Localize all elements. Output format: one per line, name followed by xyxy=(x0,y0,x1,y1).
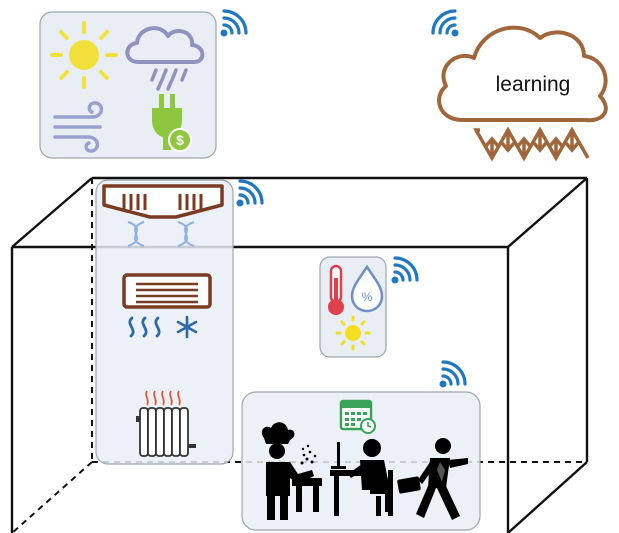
weather-panel: $ xyxy=(39,11,217,159)
room-bottom-right-edge xyxy=(507,461,588,533)
hvac-panel xyxy=(95,179,234,465)
svg-text:$: $ xyxy=(176,132,184,148)
office-worker-icon xyxy=(330,439,393,516)
light-icon xyxy=(335,315,371,351)
wind-icon xyxy=(53,101,104,153)
sun-icon xyxy=(50,21,118,89)
thermometer-icon xyxy=(328,264,344,315)
hvac-panel-background xyxy=(95,179,234,465)
learning-cloud-outline xyxy=(437,25,608,123)
rain-cloud-icon xyxy=(125,26,205,91)
snowflake-icon xyxy=(176,315,198,339)
learning-cloud: learning xyxy=(437,25,608,162)
room-top-left-edge xyxy=(11,177,93,248)
learning-cloud-label: learning xyxy=(496,73,571,96)
room-hidden-floor-left-edge xyxy=(11,461,93,533)
room-top-right-edge xyxy=(507,177,588,248)
walking-person-icon xyxy=(397,438,468,520)
steam-dots xyxy=(300,444,317,465)
wifi-icon-hvac xyxy=(236,179,264,207)
svg-text:%: % xyxy=(362,290,373,304)
sensor-panel: % xyxy=(319,256,387,358)
ventilation-unit-icon xyxy=(102,184,224,247)
wifi-icon-learning xyxy=(431,9,459,37)
calendar-icon xyxy=(339,399,376,434)
energy-price-plug-icon: $ xyxy=(152,94,192,152)
chef-icon xyxy=(261,422,322,520)
radiator-icon xyxy=(136,390,196,457)
wifi-icon-occupancy xyxy=(439,360,467,388)
wifi-icon-sensors xyxy=(391,256,419,284)
occupancy-panel xyxy=(241,391,481,531)
humidity-icon: % xyxy=(350,264,384,313)
air-conditioner-icon xyxy=(122,273,212,339)
wifi-icon-weather xyxy=(220,9,248,37)
bidirectional-arrows-icon xyxy=(473,126,590,162)
